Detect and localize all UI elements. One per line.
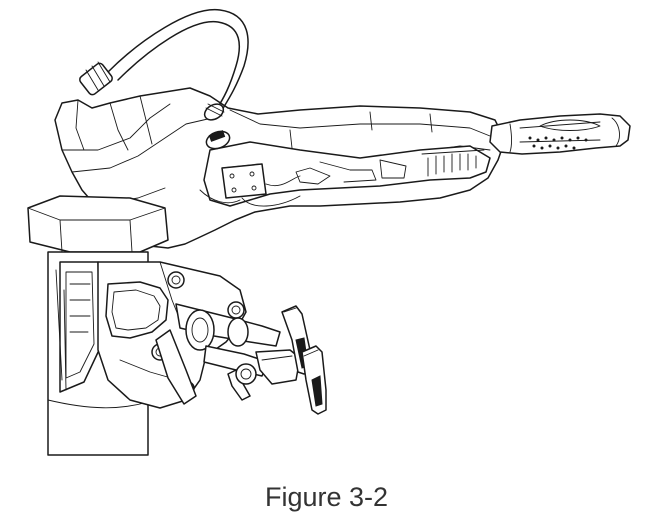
foot-pedals [281, 305, 327, 415]
technical-line-drawing [27, 9, 631, 456]
tool-housing [54, 87, 506, 249]
handle-grip [489, 113, 631, 155]
cable-with-connector [79, 9, 249, 150]
linkage-arms [155, 303, 301, 405]
figure-caption: Figure 3-2 [264, 482, 389, 512]
